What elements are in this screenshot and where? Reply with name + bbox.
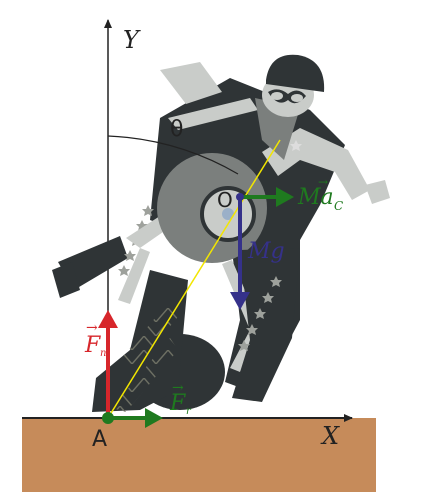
engine-hub [222,208,234,220]
inertial-force-subscript: C [334,199,343,213]
right-glove [365,180,390,204]
lean-line [107,139,281,419]
inertial-force-symbol: Ma [297,185,334,210]
point-a-label: A [92,427,107,452]
left-glove [52,262,80,298]
contact-point-dot [102,412,114,424]
left-leg-pattern [120,300,182,372]
goggle-lens-left [271,92,283,100]
point-o-label: O [217,188,233,212]
inertial-force-label: Ma → C [297,175,343,213]
y-axis-label: Y [123,26,141,54]
right-leg [232,248,300,402]
friction-force-label: → F r [169,380,192,417]
normal-force-subscript: n [100,348,106,359]
right-arm [262,128,370,200]
bike-frame-front [118,248,150,304]
normal-force-label: → F n [84,320,106,359]
right-leg-stars [238,276,282,351]
left-leg-pattern-2 [112,338,178,412]
upper-arm-left [160,62,222,104]
x-axis-label: X [320,422,340,450]
friction-force-symbol: F [169,391,186,416]
friction-force-subscript: r [186,406,192,417]
rider-and-motorcycle [52,54,390,412]
normal-force-symbol: F [84,333,101,358]
center-of-mass-dot [236,193,244,201]
helmet [266,54,325,92]
theta-label: θ [170,117,183,142]
chest-star [290,140,302,151]
ground [22,418,376,492]
theta-arc [107,135,239,175]
friction-force-vec: → [172,380,184,396]
normal-force-vec: → [86,320,98,336]
goggle-lens-right [291,94,303,102]
weight-label: Mg [247,239,285,264]
inertial-force-vec: → [318,175,328,189]
left-arm-stripe [168,98,258,130]
